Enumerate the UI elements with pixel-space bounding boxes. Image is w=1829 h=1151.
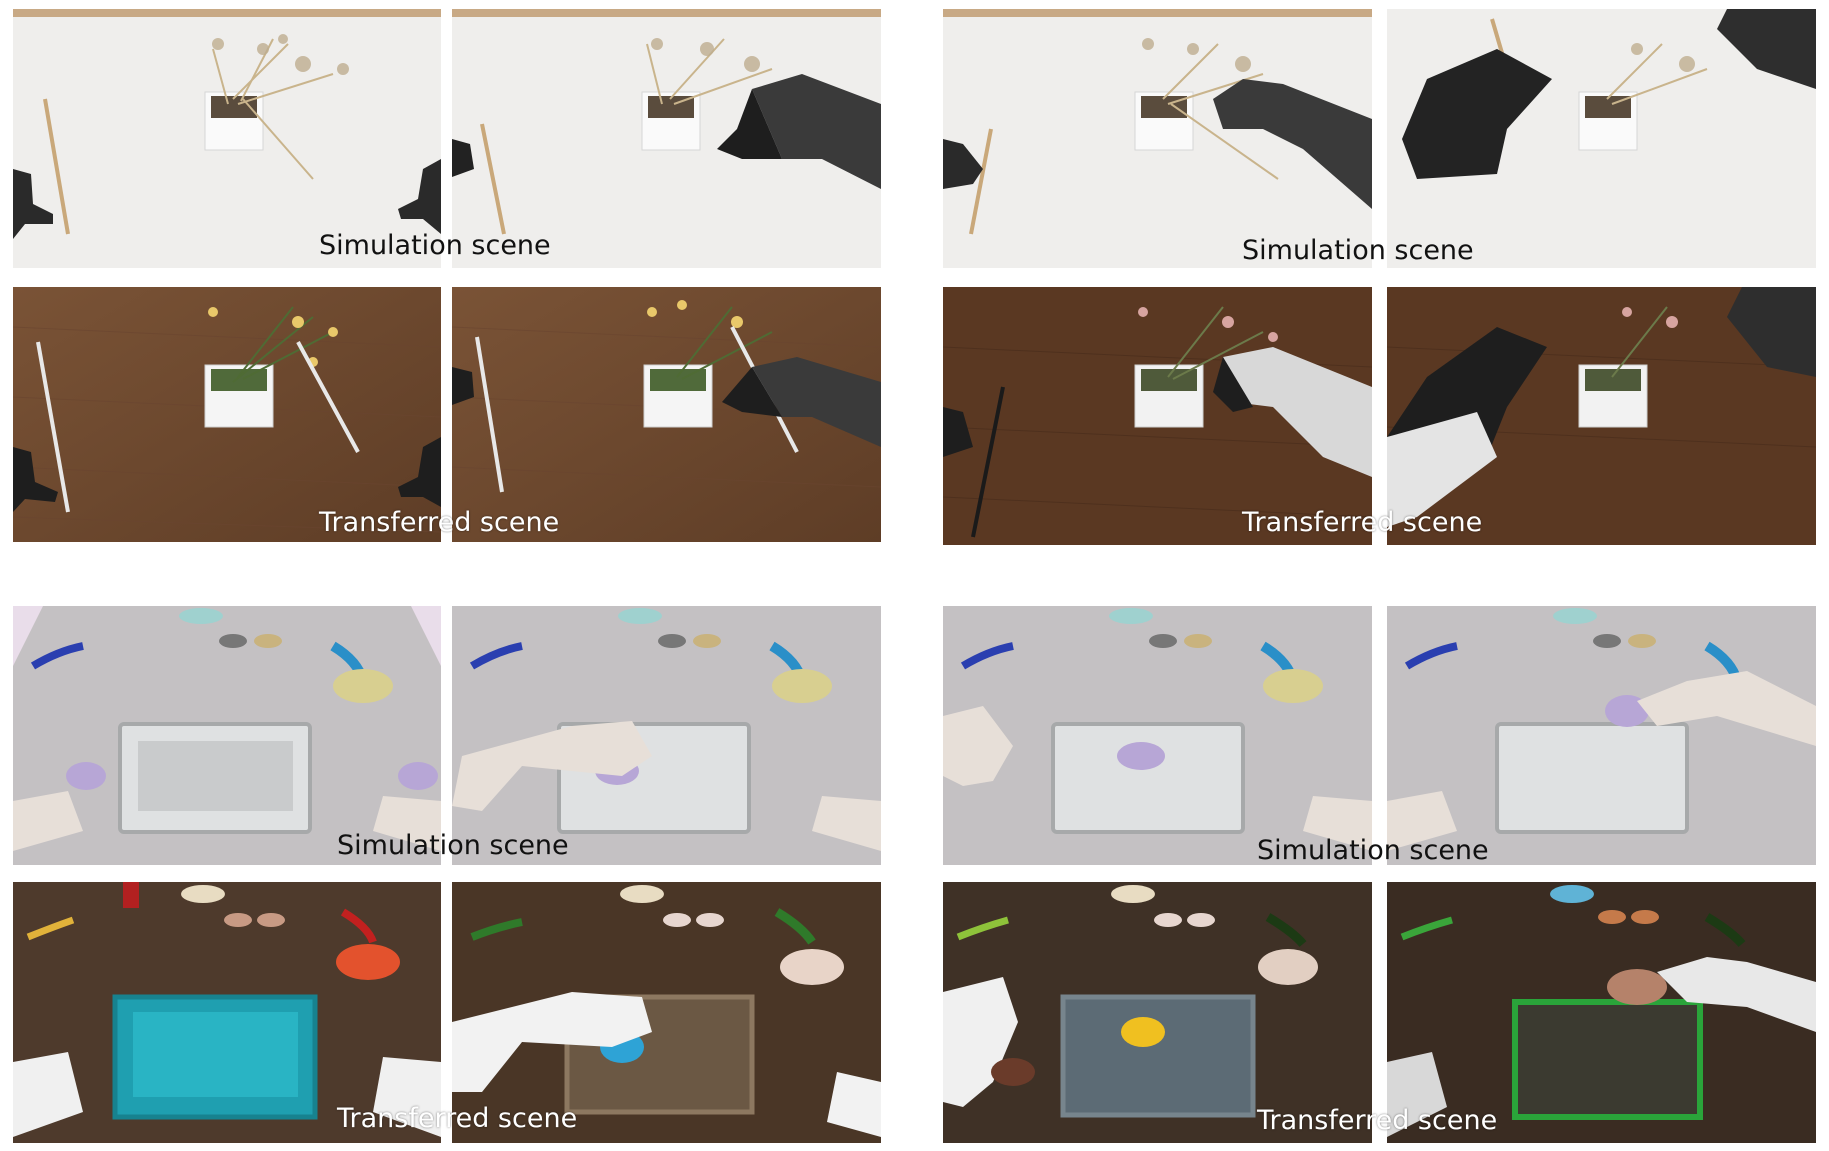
kitchen2-sim-frame-1 [943,606,1372,865]
flower-transferred-frame-2 [452,287,881,542]
kitchen-sim-caption: Simulation scene [337,830,569,861]
kitchen-transferred-caption: Transferred scene [337,1103,578,1134]
flower2-transferred-caption: Transferred scene [1242,507,1483,538]
flower2-transferred-frame-2 [1387,287,1816,545]
kitchen-transferred-frame-2 [452,882,881,1143]
flower2-sim-frame-2 [1387,9,1816,268]
kitchen2-transferred-frame-1 [943,882,1372,1143]
kitchen2-sim-frame-2 [1387,606,1816,865]
kitchen-sim-frame-1 [13,606,441,865]
flower-sim-frame-2 [452,9,881,268]
flower2-transferred-frame-1 [943,287,1372,545]
flower-transferred-frame-1 [13,287,441,542]
kitchen2-sim-caption: Simulation scene [1257,835,1489,866]
flower-transferred-caption: Transferred scene [319,507,560,538]
flower2-sim-frame-1 [943,9,1372,268]
flower2-sim-caption: Simulation scene [1242,235,1474,266]
kitchen-transferred-frame-1 [13,882,441,1143]
flower-sim-caption: Simulation scene [319,230,551,261]
kitchen2-transferred-frame-2 [1387,882,1816,1143]
flower-sim-frame-1 [13,9,441,268]
kitchen2-transferred-caption: Transferred scene [1257,1105,1498,1136]
kitchen-sim-frame-2 [452,606,881,865]
